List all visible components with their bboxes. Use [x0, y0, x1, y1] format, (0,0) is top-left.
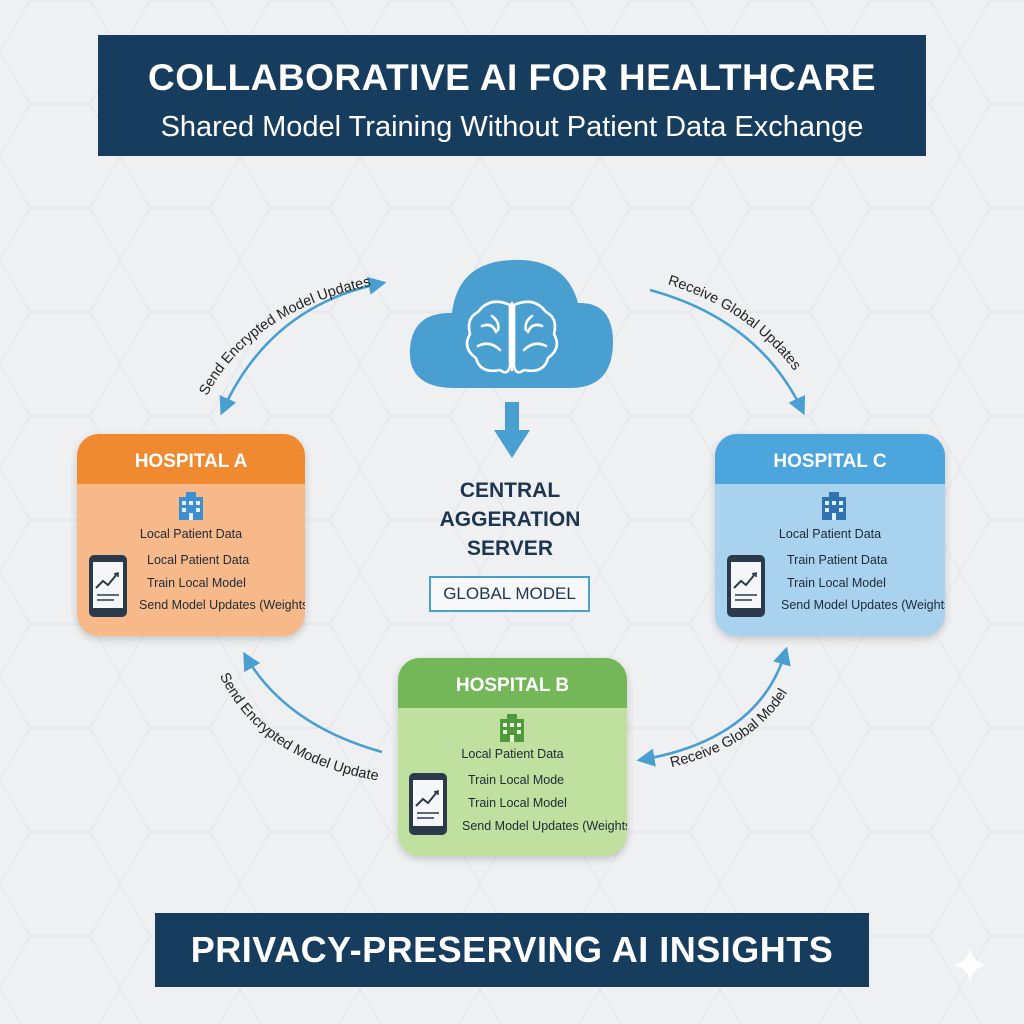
flow-label-top-right: Receive Global Updates [666, 273, 804, 374]
flow-label-bottom-left: Send Encrypted Model Updates [0, 0, 380, 784]
footer-banner: PRIVACY-PRESERVING AI INSIGHTS [155, 913, 869, 987]
arrow-down-icon [494, 402, 530, 458]
building-icon [179, 492, 203, 520]
central-server-label: CENTRAL AGGERATION SERVER [420, 476, 600, 563]
brain-cloud-icon [409, 259, 614, 388]
hospital-step: Train Patient Data [787, 553, 888, 567]
hospital-data-label: Local Patient Data [139, 527, 243, 541]
hospital-data-label: Local Patient Data [461, 747, 564, 761]
hospital-step: Train Local Model [468, 796, 567, 810]
hospital-data-label: Local Patient Data [778, 527, 882, 541]
tablet-chart-icon [727, 555, 765, 617]
flow-arrow-bottom-right [636, 646, 791, 767]
tablet-chart-icon [409, 773, 447, 835]
building-icon [500, 714, 524, 742]
hospital-step: Send Model Updates (Weights) [139, 598, 305, 612]
hospital-card-b: HOSPITAL B Local Patient Data Train Loca… [398, 658, 627, 856]
page-title: COLLABORATIVE AI FOR HEALTHCARE [147, 57, 877, 98]
page-subtitle: Shared Model Training Without Patient Da… [160, 111, 864, 143]
server-label-line: AGGERATION [439, 508, 581, 531]
sparkle-icon [952, 947, 988, 983]
server-label-line: SERVER [467, 537, 553, 560]
global-model-box: GLOBAL MODEL [429, 576, 590, 612]
hospital-step: Local Patient Data [147, 553, 250, 567]
footer-text: PRIVACY-PRESERVING AI INSIGHTS [190, 929, 834, 970]
server-label-line: CENTRAL [459, 479, 561, 502]
tablet-chart-icon [89, 555, 127, 617]
hospital-step: Send Model Updates (Weights) [781, 598, 945, 612]
flow-label-top-left: Send Encrypted Model Updates [196, 274, 372, 398]
hospital-step: Send Model Updates (Weights) [462, 819, 627, 833]
hospital-step: Train Local Model [147, 576, 246, 590]
title-banner: COLLABORATIVE AI FOR HEALTHCARE Shared M… [98, 35, 926, 156]
hospital-step: Train Local Model [787, 576, 886, 590]
building-icon [822, 492, 846, 520]
hospital-card-a: HOSPITAL A Local Patient Data Local Pati… [77, 434, 305, 636]
hospital-card-title: HOSPITAL A [77, 434, 305, 484]
hospital-card-title: HOSPITAL C [715, 434, 945, 484]
flow-arrow-top-left [219, 276, 387, 416]
hospital-card-c: HOSPITAL C Local Patient Data Train Pati… [715, 434, 945, 636]
hospital-step: Train Local Mode [468, 773, 565, 787]
flow-arrow-top-right [649, 288, 806, 416]
flow-arrow-bottom-left [243, 651, 383, 754]
hospital-card-title: HOSPITAL B [398, 658, 627, 708]
